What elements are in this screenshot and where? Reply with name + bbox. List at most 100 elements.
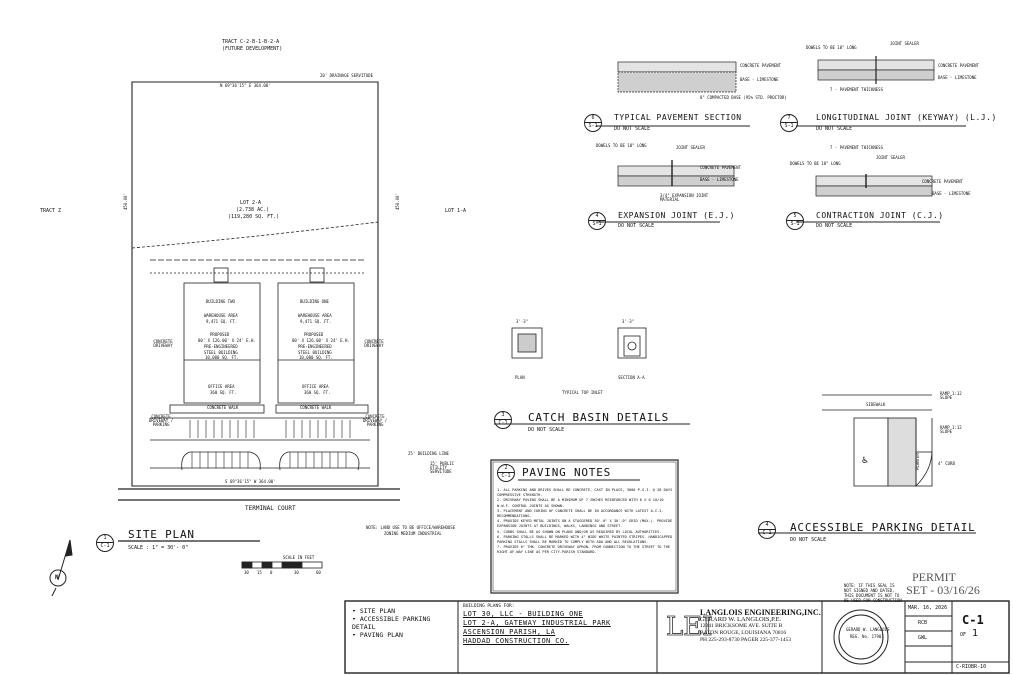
warehouse-two: WAREHOUSE AREA — [204, 313, 238, 318]
site-plan-scale: SCALE : 1" = 30'- 0" — [128, 545, 189, 551]
catch-inlet: TYPICAL TOP INLET — [562, 390, 603, 395]
scale-tick-3: 30 — [294, 570, 299, 575]
flood-zone-line — [131, 221, 379, 249]
acc-ramp-1: RAMP 1:12 SLOPE — [940, 391, 962, 400]
catch-plan: PLAN — [515, 375, 525, 380]
project-line-2: LOT 2-A, GATEWAY INDUSTRIAL PARK — [463, 619, 611, 627]
concrete-walk-one: CONCRETE WALK — [300, 405, 332, 410]
concrete-drive-right: CONCRETE DRIVEWAY — [364, 339, 384, 348]
accessible-title: ACCESSIBLE PARKING DETAIL — [790, 521, 976, 534]
tract-north: TRACT C-2-B-1-B-2-A — [222, 39, 280, 45]
paving-note: 3. PLACEMENT AND CURING OF CONCRETE SHAL… — [497, 508, 664, 519]
site-plan-title: SITE PLAN — [128, 528, 195, 541]
paving-note: 4. PROVIDE KEYED METAL JOINTS ON A STAGG… — [497, 519, 673, 529]
office-sf-two: 360 SQ. FT. — [210, 390, 237, 395]
lbl-sealer-1: JOINT SEALER — [890, 41, 919, 46]
catch-basin-drawing — [494, 327, 690, 425]
office-one: OFFICE AREA — [302, 384, 329, 389]
project-line-1: LOT 30, LLC - BUILDING ONE — [463, 610, 583, 618]
sheet-item-site-plan: • SITE PLAN — [352, 607, 396, 615]
lbl-dowels-2: DOWELS TO BE 18" LONG — [596, 143, 647, 148]
building-two-label: BUILDING TWO — [206, 299, 235, 304]
scale-tick-1: 15 — [257, 570, 262, 575]
lbl-compacted: 8" COMPACTED BASE (95% STD. PROCTOR) — [700, 95, 787, 100]
acc-curb: 4" CURB — [938, 461, 955, 466]
desc-one: 80' X 126.00' X 24' E.H. — [292, 338, 350, 343]
drawn-by: RCB — [918, 620, 928, 626]
building-line: 25' BUILDING LINE — [408, 451, 449, 456]
seal-name: GERARD W. LANGLOIS — [846, 627, 890, 632]
paving-note: 7. PROVIDE 6" THK. CONCRETE DRIVEWAY APR… — [497, 545, 671, 555]
catch-scale: DO NOT SCALE — [528, 427, 565, 433]
office-sf-one: 360 SQ. FT. — [304, 390, 331, 395]
project-line-4: HADDAD CONSTRUCTION CO. — [463, 637, 570, 645]
lbl-base-1: BASE - LIMESTONE — [740, 77, 779, 82]
office-two: OFFICE AREA — [208, 384, 235, 389]
paving-note: 2. DRIVEWAY PAVING SHALL BE A MINIMUM OF… — [497, 498, 664, 508]
lei-logo: LEI — [666, 612, 713, 642]
phone: PH 225-293-8730 PAGER 225-377-1453 — [700, 637, 792, 643]
contraction-title: CONTRACTION JOINT (C.J.) — [816, 211, 944, 220]
expansion-title: EXPANSION JOINT (E.J.) — [618, 211, 735, 220]
catch-title: CATCH BASIN DETAILS — [528, 411, 670, 424]
dim-right: 450.00' — [395, 193, 400, 210]
expansion-scale: DO NOT SCALE — [618, 223, 655, 229]
desc2-one: PRE-ENGINEERED — [298, 344, 332, 349]
lbl-base-3: BASE - LIMESTONE — [700, 177, 739, 182]
public-util: 15' PUBLIC UTILITY SERVITUDE — [430, 461, 455, 474]
bldg-sf-two: 10,080 SQ. FT. — [205, 355, 239, 360]
title-block-lines — [344, 600, 1010, 674]
concrete-parking-left: CONCRETE DRIVEWAY / PARKING — [148, 414, 174, 427]
acc-sidewalk: SIDEWALK — [866, 402, 886, 407]
permit-set: SET - 03/16/26 — [906, 583, 980, 597]
seal-reg: REG. No. 17901 — [850, 634, 884, 639]
graphic-scale — [241, 561, 323, 569]
zoning: ZONING MEDIUM INDUSTRIAL — [384, 531, 442, 536]
concrete-drive-left: CONCRETE DRIVEWAY — [153, 339, 173, 348]
bldg-sf-one: 10,080 SQ. FT. — [299, 355, 333, 360]
proposed-one: PROPOSED — [304, 332, 324, 337]
lbl-concrete-4: CONCRETE PAVEMENT — [922, 179, 963, 184]
lbl-thickness-1: 7 - PAVEMENT THICKNESS — [830, 87, 883, 92]
firm-name: LANGLOIS ENGINEERING,INC. — [700, 608, 821, 617]
concrete-walk-two: CONCRETE WALK — [207, 405, 239, 410]
lbl-concrete-2: CONCRETE PAVEMENT — [938, 63, 979, 68]
scale-tick-0: 30 — [244, 570, 249, 575]
lbl-sealer-3: JOINT SEALER — [876, 155, 905, 160]
paving-notes-list: 1. ALL PARKING AND DRIVES SHALL BE CONCR… — [497, 488, 673, 556]
lbl-dowels-1: DOWELS TO BE 18" LONG — [806, 45, 857, 50]
sheet-total: 1 — [972, 628, 979, 639]
longitudinal-title: LONGITUDINAL JOINT (KEYWAY) (L.J.) — [816, 113, 997, 122]
warehouse-sf-two: 9,471 SQ. FT. — [206, 319, 238, 324]
concrete-parking-right: CONCRETE DRIVEWAY / PARKING — [362, 414, 388, 427]
proposed-two: PROPOSED — [210, 332, 230, 337]
acc-planter: PLANTER — [915, 453, 920, 470]
wheelchair-icon: ♿ — [862, 455, 869, 466]
lot-acres: (2.738 AC.) — [236, 207, 270, 213]
land-use-note: NOTE: LAND USE TO BE OFFICE/WAREHOUSE — [366, 525, 456, 530]
tract-z: TRACT Z — [40, 208, 62, 214]
paving-note: 1. ALL PARKING AND DRIVES SHALL BE CONCR… — [497, 488, 673, 498]
warehouse-sf-one: 9,471 SQ. FT. — [300, 319, 332, 324]
desc3-one: STEEL BUILDING — [298, 350, 332, 355]
paving-note: 6. PARKING STALLS SHALL BE MARKED WITH 4… — [497, 534, 673, 545]
bearing-bottom: S 69°36'15" W 364.00' — [225, 479, 276, 484]
paving-title: PAVING NOTES — [522, 466, 612, 479]
address-2: BATON ROUGE, LOUISIANA 70816 — [700, 630, 787, 636]
paving-note: 5. CURBS SHALL BE AS SHOWN ON PLANS AND/… — [497, 529, 662, 534]
sheet-item-paving: • PAVING PLAN — [352, 631, 403, 639]
sheet-number: C-1 — [962, 613, 984, 627]
future-dev: (FUTURE DEVELOPMENT) — [222, 46, 283, 52]
north-letter: N — [55, 574, 59, 581]
lot-sqft: (119,280 SQ. FT.) — [228, 214, 280, 220]
warehouse-one: WAREHOUSE AREA — [298, 313, 332, 318]
acc-ramp-2: RAMP 1:12 SLOPE — [940, 425, 962, 434]
address-1: 12041 BRICKSOME AVE. SUITE B — [700, 623, 783, 629]
